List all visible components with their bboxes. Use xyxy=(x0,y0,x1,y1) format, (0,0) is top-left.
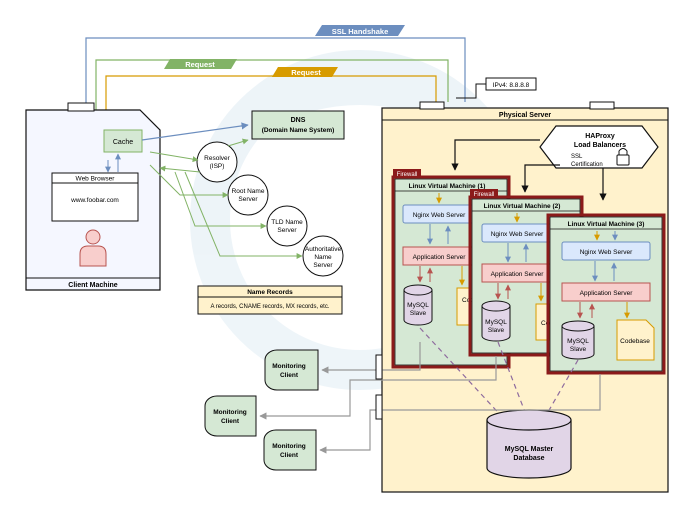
tld-name-server-node: TLD Name Server xyxy=(266,205,308,247)
replication-lines xyxy=(419,327,579,421)
auth-label-3: Server xyxy=(313,262,333,269)
mysql-label-1-sub: Slave xyxy=(410,310,427,317)
tld-label: TLD Name xyxy=(271,219,303,226)
codebase-label-3: Codebase xyxy=(620,338,650,345)
app-server-label-2: Application Server xyxy=(491,271,545,278)
lock-icon xyxy=(616,148,630,166)
dns-label-sub: (Domain Name System) xyxy=(262,127,335,134)
cache-box: Cache xyxy=(103,129,143,153)
web-browser-window: Web Browser www.foobar.com xyxy=(51,172,139,222)
cache-to-dns-arrow xyxy=(141,122,249,141)
auth-label-1: Authoritative xyxy=(305,246,342,253)
root-label-sub: Server xyxy=(238,196,258,203)
auth-label-2: Name xyxy=(314,254,332,261)
monitoring-arrows xyxy=(259,342,601,454)
vm-2-title: Linux Virtual Machine (2) xyxy=(484,203,561,210)
vm-1-title: Linux Virtual Machine (1) xyxy=(409,183,486,190)
cache-label: Cache xyxy=(113,139,133,146)
ipv4-label: IPv4: 8.8.8.8 xyxy=(493,82,530,89)
request-banner-green: Request xyxy=(164,59,237,69)
name-records-body: A records, CNAME records, MX records, et… xyxy=(210,304,329,310)
monitoring-label-3-sub: Client xyxy=(280,452,299,459)
vm-3: Linux Virtual Machine (3) Nginx Web Serv… xyxy=(546,213,666,375)
client-machine-label: Client Machine xyxy=(68,282,118,289)
browser-url: www.foobar.com xyxy=(70,197,119,204)
request-label-green: Request xyxy=(185,60,215,69)
resolver-label-sub: (ISP) xyxy=(210,163,225,170)
resolver-node: Resolver (ISP) xyxy=(196,141,238,183)
vm-3-title: Linux Virtual Machine (3) xyxy=(568,221,645,228)
name-records-box: Name Records A records, CNAME records, M… xyxy=(197,285,343,315)
request-line-orange xyxy=(105,75,437,118)
haproxy-load-balancer: HAProxy Load Balancers SSL Certification xyxy=(539,125,659,169)
tld-label-sub: Server xyxy=(277,227,297,234)
authoritative-name-server-node: Authoritative Name Server xyxy=(302,235,344,277)
mysql-master-database: MySQL Master Database xyxy=(486,409,572,479)
request-line-green xyxy=(95,59,449,118)
monitoring-label-1-sub: Client xyxy=(280,372,299,379)
ssl-handshake-banner: SSL Handshake xyxy=(315,25,405,36)
monitoring-label-2-sub: Client xyxy=(221,418,240,425)
ssl-cert-label-sub: Certification xyxy=(571,162,603,168)
physical-server-label: Physical Server xyxy=(499,112,551,119)
mysql-slave-1: MySQL Slave xyxy=(403,284,433,326)
person-icon xyxy=(79,229,107,267)
ssl-handshake-label: SSL Handshake xyxy=(332,27,389,36)
nginx-label-3: Nginx Web Server xyxy=(580,249,633,256)
request-label-orange: Request xyxy=(291,68,321,77)
mysql-slave-2: MySQL Slave xyxy=(481,300,511,342)
dns-resolution-arrows xyxy=(149,138,303,259)
nginx-label-2: Nginx Web Server xyxy=(491,231,544,238)
monitoring-client-2: Monitoring Client xyxy=(204,395,257,437)
request-banner-orange: Request xyxy=(272,67,338,77)
monitoring-client-3: Monitoring Client xyxy=(263,429,317,471)
app-server-label-3: Application Server xyxy=(580,290,634,297)
root-name-server-node: Root Name Server xyxy=(227,174,269,216)
nginx-label-1: Nginx Web Server xyxy=(413,212,466,219)
haproxy-label-sub: Load Balancers xyxy=(574,142,626,149)
resolver-label: Resolver xyxy=(204,155,230,162)
mysql-label-3-sub: Slave xyxy=(570,346,587,353)
web-browser-label: Web Browser xyxy=(76,176,116,183)
monitoring-label-2: Monitoring xyxy=(213,409,247,416)
ssl-cert-label: SSL xyxy=(571,154,583,160)
name-records-title: Name Records xyxy=(247,289,293,296)
server-port-2 xyxy=(375,394,383,420)
mysql-master-label-sub: Database xyxy=(513,455,544,462)
mysql-label-2-sub: Slave xyxy=(488,327,505,334)
monitoring-label-1: Monitoring xyxy=(272,363,306,370)
haproxy-to-vm-arrows xyxy=(451,139,607,201)
database-icon: MySQL Slave xyxy=(561,320,595,360)
mysql-label-1: MySQL xyxy=(407,302,429,309)
document-icon: Codebase xyxy=(616,319,655,361)
dns-box: DNS (Domain Name System) xyxy=(251,110,345,140)
ipv4-box: IPv4: 8.8.8.8 xyxy=(456,77,537,99)
haproxy-label: HAProxy xyxy=(585,133,615,140)
monitoring-label-3: Monitoring xyxy=(272,443,306,450)
mysql-label-3: MySQL xyxy=(567,338,589,345)
dns-label: DNS xyxy=(291,117,306,124)
mysql-master-label: MySQL Master xyxy=(505,446,554,453)
monitoring-client-1: Monitoring Client xyxy=(264,349,319,391)
firewall-label-1: Firewall xyxy=(397,172,418,178)
root-label: Root Name xyxy=(232,188,265,195)
server-port-1 xyxy=(375,354,383,380)
mysql-label-2: MySQL xyxy=(485,319,507,326)
app-server-label-1: Application Server xyxy=(413,254,467,261)
firewall-label-2: Firewall xyxy=(474,192,495,198)
ssl-handshake-line xyxy=(85,37,466,108)
